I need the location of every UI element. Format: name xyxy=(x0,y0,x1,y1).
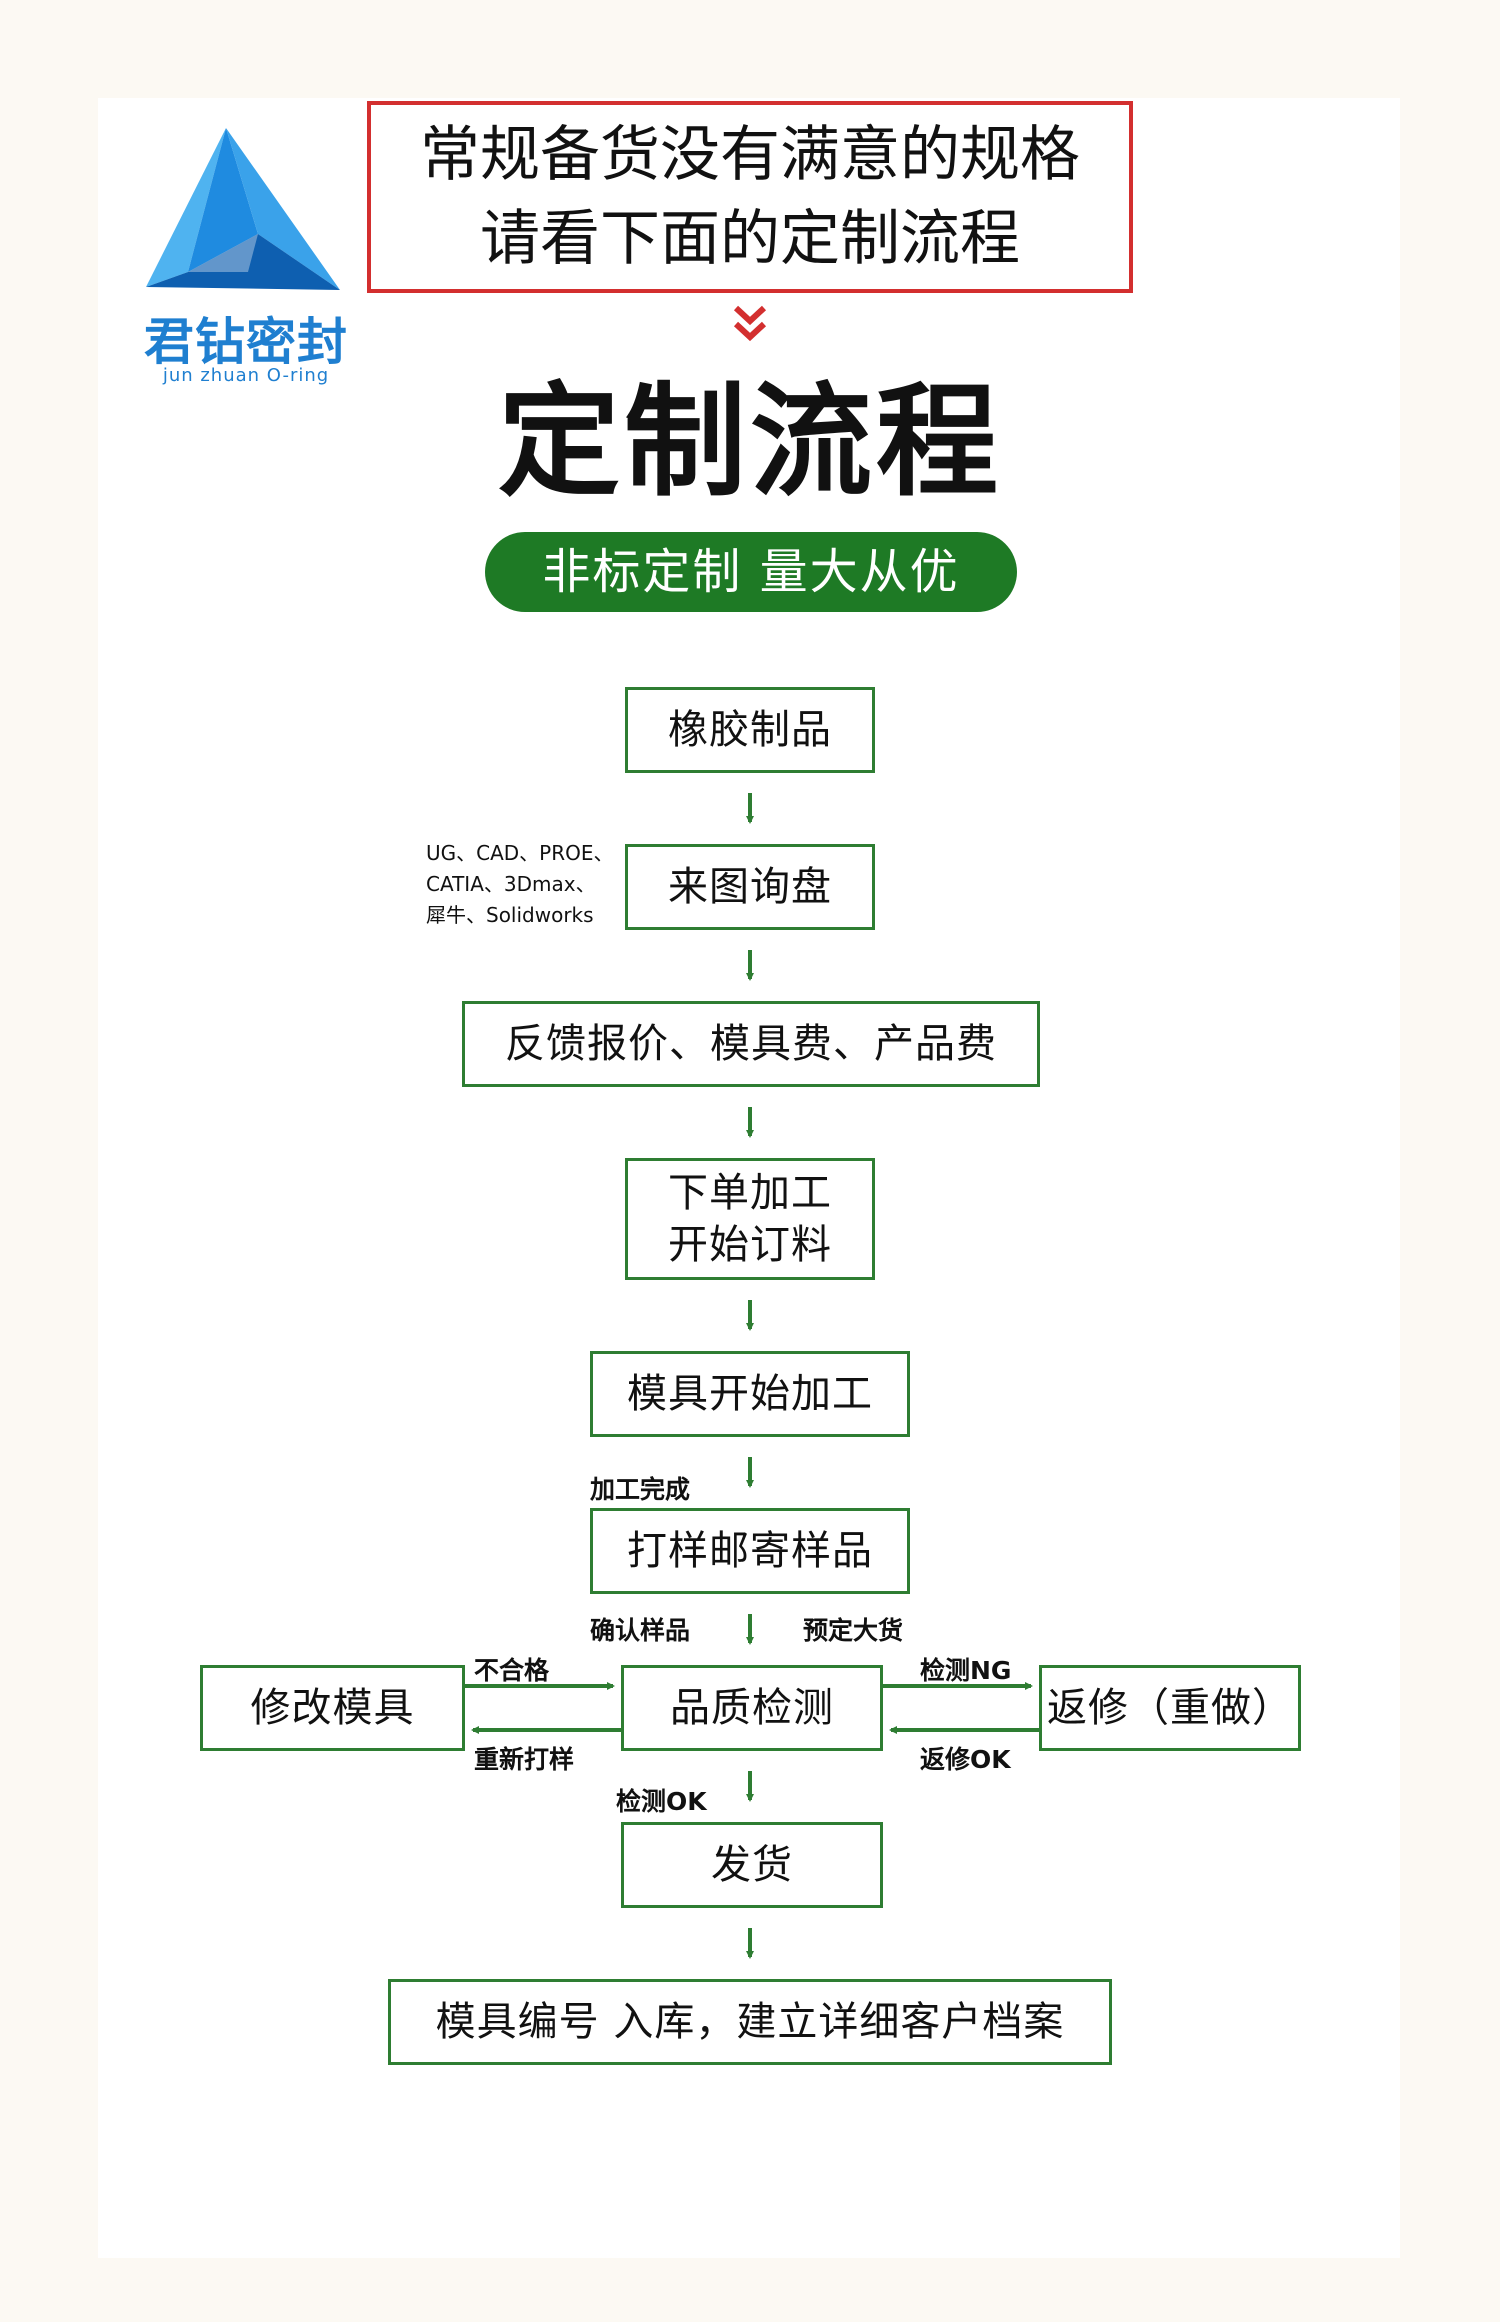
label-confirm-sample: 确认样品 xyxy=(590,1616,691,1645)
step-quality-label: 品质检测 xyxy=(670,1685,834,1731)
step-order-line-1: 下单加工 xyxy=(668,1170,832,1216)
software-line-1: UG、CAD、PROE、 xyxy=(426,841,614,865)
label-unqualified: 不合格 xyxy=(474,1656,550,1685)
step-rework: 返修（重做） xyxy=(1039,1665,1301,1751)
label-ok: 检测OK xyxy=(616,1787,707,1816)
step-rubber-label: 橡胶制品 xyxy=(668,707,832,753)
step-archive-label: 模具编号 入库，建立详细客户档案 xyxy=(435,1999,1065,2045)
step-mold-label: 模具开始加工 xyxy=(627,1371,873,1417)
step-sample-mailing: 打样邮寄样品 xyxy=(590,1508,910,1594)
banner-pill: 非标定制 量大从优 xyxy=(485,532,1017,612)
step-mold-processing: 模具开始加工 xyxy=(590,1351,910,1437)
step-rework-label: 返修（重做） xyxy=(1047,1685,1293,1731)
label-bulk-order: 预定大货 xyxy=(803,1616,904,1645)
notice-box: 常规备货没有满意的规格 请看下面的定制流程 xyxy=(367,101,1133,293)
step-quote-feedback: 反馈报价、模具费、产品费 xyxy=(462,1001,1040,1087)
step-modify-mold: 修改模具 xyxy=(200,1665,465,1751)
logo-name: 君钻密封 xyxy=(144,313,348,371)
step-place-order: 下单加工 开始订料 xyxy=(625,1158,875,1280)
step-rubber-products: 橡胶制品 xyxy=(625,687,875,773)
step-shipping: 发货 xyxy=(621,1822,883,1908)
step-order-line-2: 开始订料 xyxy=(668,1222,832,1268)
label-resample: 重新打样 xyxy=(474,1745,575,1774)
double-chevron-down-icon xyxy=(733,305,767,342)
step-archive: 模具编号 入库，建立详细客户档案 xyxy=(388,1979,1112,2065)
step-quality-inspection: 品质检测 xyxy=(621,1665,883,1751)
triangle-logo-icon xyxy=(146,128,340,290)
label-rework-ok: 返修OK xyxy=(920,1745,1011,1774)
software-line-3: 犀牛、Solidworks xyxy=(426,903,594,927)
step-sample-label: 打样邮寄样品 xyxy=(627,1528,873,1574)
label-processing-done: 加工完成 xyxy=(590,1475,691,1504)
software-line-2: CATIA、3Dmax、 xyxy=(426,872,596,896)
software-list: UG、CAD、PROE、 CATIA、3Dmax、 犀牛、Solidworks xyxy=(426,838,614,931)
step-quote-label: 反馈报价、模具费、产品费 xyxy=(505,1021,997,1067)
page-title: 定制流程 xyxy=(498,371,1002,513)
brand-logo: 君钻密封 jun zhuan O-ring xyxy=(128,122,364,392)
logo-subtitle: jun zhuan O-ring xyxy=(162,365,330,386)
notice-line-1: 常规备货没有满意的规格 xyxy=(420,120,1080,190)
step-modify-label: 修改模具 xyxy=(250,1685,415,1731)
step-ship-label: 发货 xyxy=(711,1842,793,1888)
step-inquiry-label: 来图询盘 xyxy=(668,864,832,910)
step-drawing-inquiry: 来图询盘 xyxy=(625,844,875,930)
label-ng: 检测NG xyxy=(920,1656,1012,1685)
notice-line-2: 请看下面的定制流程 xyxy=(480,204,1020,274)
